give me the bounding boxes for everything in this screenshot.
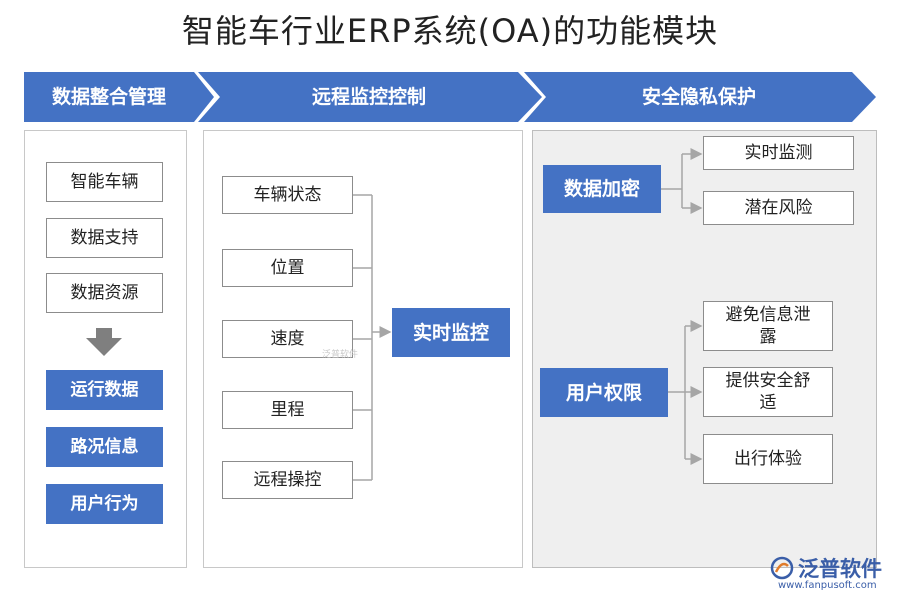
group-user-permission: 用户权限	[540, 368, 668, 417]
chevron-3	[524, 72, 876, 122]
source-data-support: 数据支持	[46, 218, 163, 258]
watermark: 泛普软件	[322, 350, 359, 360]
header-data-integration: 数据整合管理	[51, 86, 166, 108]
chevron-2	[198, 72, 542, 122]
logo-url: www.fanpusoft.com	[778, 580, 877, 591]
item-potential-risk: 潜在风险	[703, 191, 854, 225]
source-smart-vehicle: 智能车辆	[46, 162, 163, 202]
group-data-encryption: 数据加密	[543, 165, 661, 213]
down-arrow-icon	[86, 328, 122, 356]
output-road-info: 路况信息	[46, 427, 163, 467]
input-position: 位置	[222, 249, 353, 287]
item-realtime-detection: 实时监测	[703, 136, 854, 170]
logo-icon	[770, 556, 794, 580]
header-chevrons	[24, 72, 876, 122]
target-realtime-monitoring: 实时监控	[392, 308, 510, 357]
brand-logo: 泛普软件	[770, 553, 882, 583]
output-user-behavior: 用户行为	[46, 484, 163, 524]
input-mileage: 里程	[222, 391, 353, 429]
item-avoid-leak: 避免信息泄露	[703, 301, 833, 351]
output-operation-data: 运行数据	[46, 370, 163, 410]
item-travel-experience: 出行体验	[703, 434, 833, 484]
input-speed: 速度	[222, 320, 353, 358]
input-remote-control: 远程操控	[222, 461, 353, 499]
source-data-resource: 数据资源	[46, 273, 163, 313]
page-title: 智能车行业ERP系统(OA)的功能模块	[181, 12, 719, 50]
item-provide-safety: 提供安全舒适	[703, 367, 833, 417]
input-vehicle-status: 车辆状态	[222, 176, 353, 214]
header-security-privacy: 安全隐私保护	[641, 86, 756, 108]
header-remote-monitoring: 远程监控控制	[311, 86, 426, 108]
logo-name: 泛普软件	[798, 557, 882, 581]
chevron-1	[24, 72, 214, 122]
